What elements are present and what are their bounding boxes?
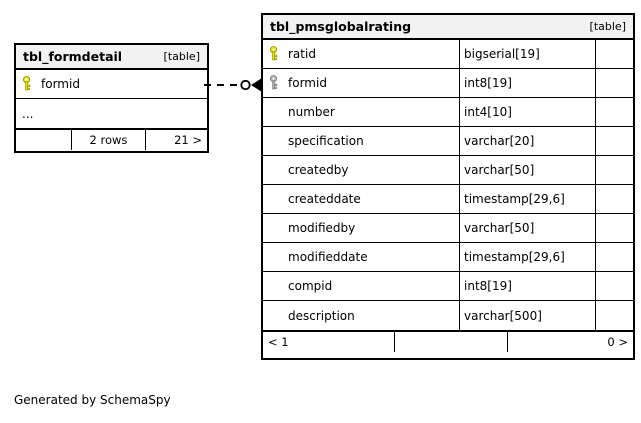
- table-row[interactable]: modifiedby varchar[50]: [263, 214, 633, 243]
- column-extra-cell: [595, 156, 633, 184]
- column-extra-cell: [595, 185, 633, 213]
- table-row[interactable]: description varchar[500]: [263, 301, 633, 330]
- column-type: int8[19]: [459, 69, 595, 97]
- footer-parent-count: < 1: [268, 335, 289, 349]
- column-extra-cell: [595, 301, 633, 330]
- table-row[interactable]: createdby varchar[50]: [263, 156, 633, 185]
- table-type-tag: [table]: [589, 20, 626, 33]
- column-name: description: [288, 308, 355, 323]
- table-node-tbl-formdetail[interactable]: tbl_formdetail [table] formid: [14, 43, 209, 153]
- table-row[interactable]: formid: [16, 70, 207, 99]
- table-node-tbl-pmsglobalrating[interactable]: tbl_pmsglobalrating [table] ratid: [261, 13, 635, 360]
- column-extra-cell: [595, 69, 633, 97]
- generated-by-caption: Generated by SchemaSpy: [14, 393, 171, 407]
- relationship-connector[interactable]: [204, 74, 264, 96]
- table-title-bar: tbl_formdetail [table]: [16, 45, 207, 70]
- column-name-cell: specification: [263, 127, 459, 155]
- table-title-bar: tbl_pmsglobalrating [table]: [263, 15, 633, 40]
- column-name: modifiedby: [288, 221, 356, 235]
- column-extra-cell: [595, 127, 633, 155]
- table-footer: 2 rows 21 >: [16, 128, 207, 150]
- foreign-key-icon: [269, 75, 282, 91]
- footer-child-count: 0 >: [507, 332, 633, 352]
- footer-left-cell: [16, 130, 71, 150]
- column-extra-cell: [595, 272, 633, 300]
- footer-related-count: 21 >: [145, 130, 207, 150]
- column-extra-cell: [595, 214, 633, 242]
- column-list: formid ...: [16, 70, 207, 128]
- column-name-cell: createdby: [263, 156, 459, 184]
- column-name: specification: [288, 134, 364, 148]
- table-row[interactable]: modifieddate timestamp[29,6]: [263, 243, 633, 272]
- table-row[interactable]: ...: [16, 99, 207, 128]
- column-extra-cell: [595, 40, 633, 68]
- table-row[interactable]: compid int8[19]: [263, 272, 633, 301]
- table-row[interactable]: formid int8[19]: [263, 69, 633, 98]
- relationship-arrowhead: [251, 78, 262, 92]
- column-name: createdby: [288, 163, 349, 177]
- column-name: compid: [288, 279, 333, 293]
- footer-row-count: 2 rows: [71, 130, 145, 150]
- column-type: timestamp[29,6]: [459, 185, 595, 213]
- column-name-cell: createddate: [263, 185, 459, 213]
- table-name: tbl_formdetail: [23, 49, 123, 64]
- table-row[interactable]: ratid bigserial[19]: [263, 40, 633, 69]
- column-name-cell: ratid: [263, 40, 459, 68]
- column-name: number: [288, 105, 335, 119]
- table-row[interactable]: specification varchar[20]: [263, 127, 633, 156]
- zero-or-more-circle-marker: [240, 79, 251, 91]
- table-row[interactable]: number int4[10]: [263, 98, 633, 127]
- table-type-tag: [table]: [163, 50, 200, 63]
- column-type: varchar[50]: [459, 214, 595, 242]
- column-name: createddate: [288, 192, 361, 206]
- table-footer: < 1 0 >: [263, 330, 633, 352]
- column-name-cell: modifiedby: [263, 214, 459, 242]
- column-extra-cell: [595, 243, 633, 271]
- column-type: varchar[20]: [459, 127, 595, 155]
- column-name-cell: ...: [16, 99, 207, 128]
- column-type: varchar[500]: [459, 301, 595, 330]
- column-list: ratid bigserial[19]: [263, 40, 633, 330]
- table-name: tbl_pmsglobalrating: [270, 19, 412, 34]
- column-type: int4[10]: [459, 98, 595, 126]
- column-name-cell: formid: [263, 69, 459, 97]
- column-type: varchar[50]: [459, 156, 595, 184]
- column-name-cell: compid: [263, 272, 459, 300]
- table-row[interactable]: createddate timestamp[29,6]: [263, 185, 633, 214]
- column-name: ratid: [288, 47, 316, 61]
- column-name-cell: modifieddate: [263, 243, 459, 271]
- column-type: bigserial[19]: [459, 40, 595, 68]
- footer-row-count: [394, 332, 507, 352]
- column-name-cell: number: [263, 98, 459, 126]
- column-name: modifieddate: [288, 250, 368, 264]
- column-extra-cell: [595, 98, 633, 126]
- column-name: formid: [41, 77, 80, 91]
- column-name-cell: formid: [16, 70, 207, 98]
- primary-key-icon: [22, 76, 35, 92]
- more-columns-ellipsis: ...: [22, 106, 34, 121]
- primary-key-icon: [269, 46, 282, 62]
- column-type: int8[19]: [459, 272, 595, 300]
- column-name: formid: [288, 76, 327, 90]
- column-type: timestamp[29,6]: [459, 243, 595, 271]
- column-name-cell: description: [263, 301, 459, 330]
